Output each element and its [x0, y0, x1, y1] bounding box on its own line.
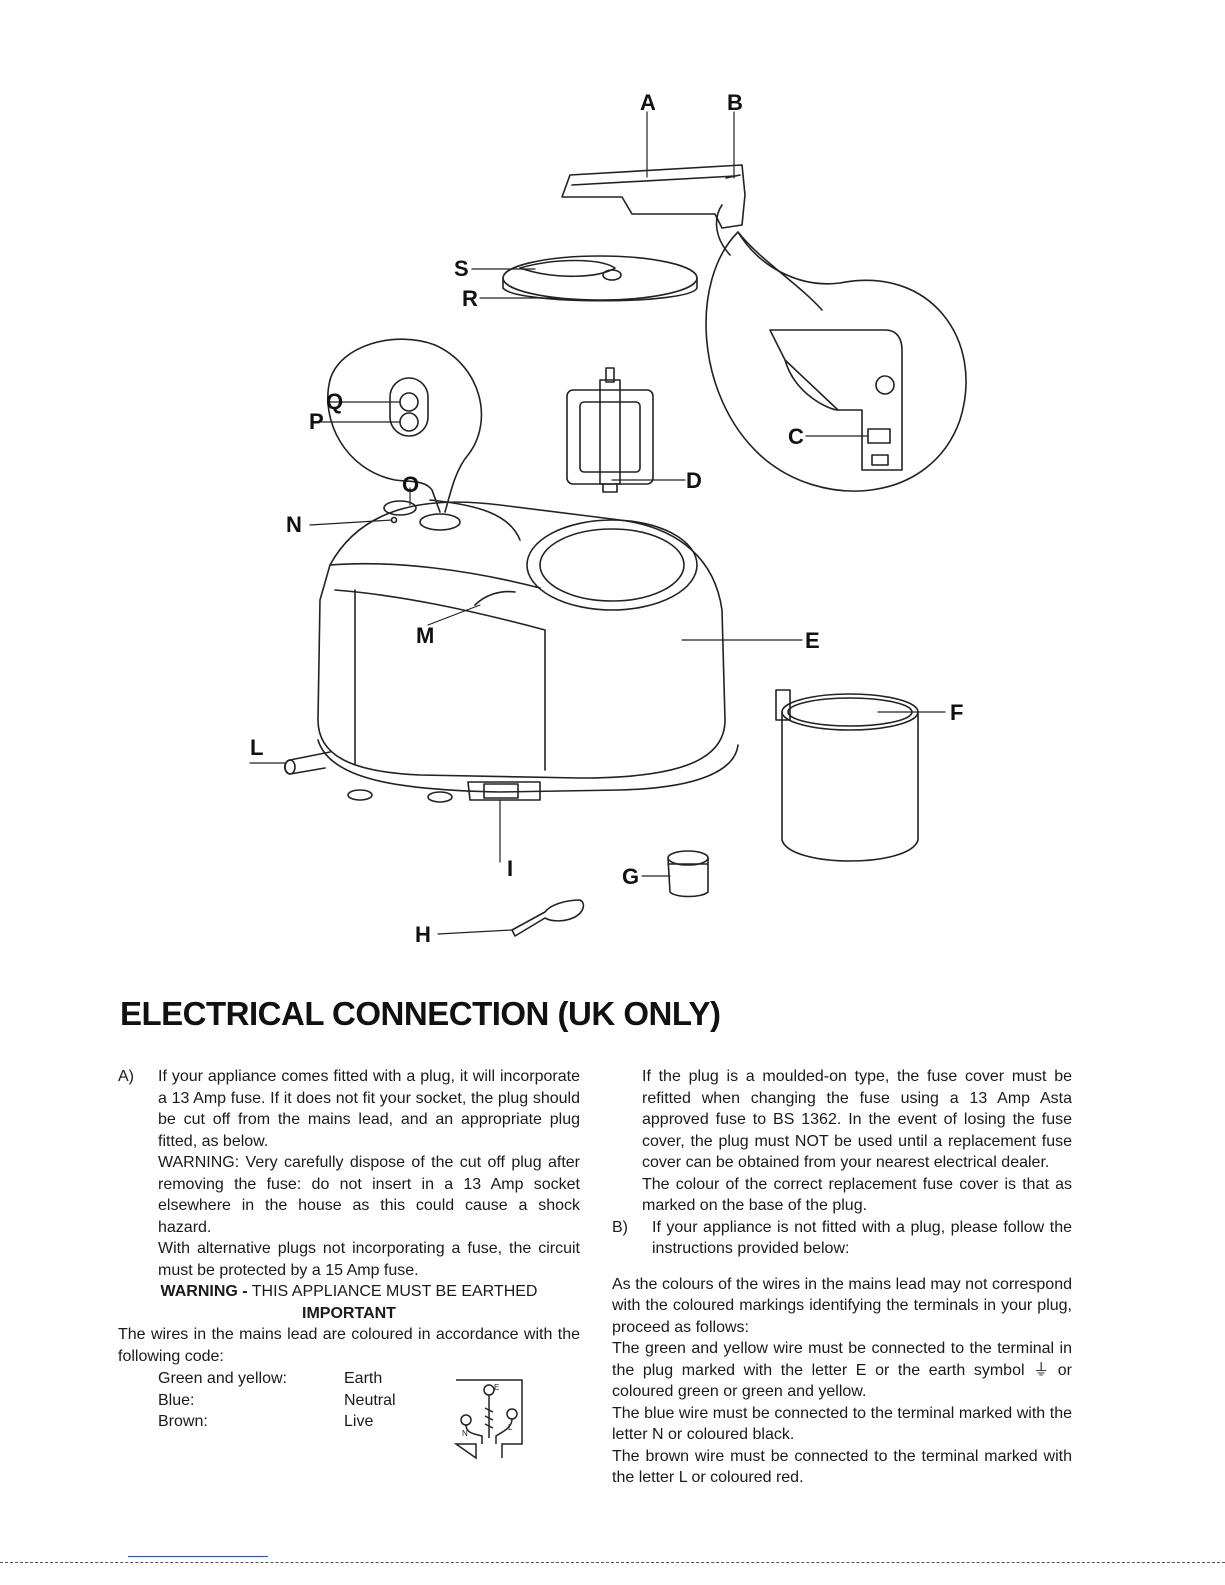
label-b: B: [727, 90, 743, 115]
colour-name: Green and yellow:: [158, 1370, 287, 1387]
wires-intro: The wires in the mains lead are coloured…: [118, 1326, 580, 1365]
measuring-spoon-drawing: [511, 899, 585, 937]
label-s: S: [454, 256, 469, 281]
label-a: A: [640, 90, 656, 115]
right-column: If the plug is a moulded-on type, the fu…: [612, 1066, 1072, 1489]
page-bottom-underline: [128, 1556, 268, 1557]
moulded-plug-block: If the plug is a moulded-on type, the fu…: [612, 1066, 1072, 1217]
plug-letter-e: E: [494, 1383, 499, 1392]
label-l: L: [250, 735, 263, 760]
switch-zoom-drawing: [705, 231, 967, 492]
label-c: C: [788, 424, 804, 449]
colour-meaning: Live: [344, 1413, 374, 1430]
label-q: Q: [326, 389, 343, 414]
plug-letter-l: L: [508, 1423, 513, 1432]
plug-wiring-icon: E N L: [454, 1379, 523, 1460]
item-a-paragraph: If your appliance comes fitted with a pl…: [158, 1068, 580, 1150]
parts-diagram: A B C D E F G H I L M N O P Q R S: [249, 90, 967, 947]
colour-code-row: Blue: Neutral: [158, 1390, 580, 1412]
earthed-warning-bold: WARNING -: [160, 1283, 248, 1300]
label-o: O: [402, 472, 419, 497]
lid-handle-drawing: [561, 164, 746, 256]
earthed-warning: WARNING - THIS APPLIANCE MUST BE EARTHED: [118, 1281, 580, 1303]
lid-disc-drawing: [502, 255, 698, 302]
colour-code-row: Green and yellow: Earth: [158, 1368, 580, 1390]
colour-code-table: Green and yellow: Earth Blue: Neutral Br…: [158, 1368, 580, 1433]
moulded-plug-paragraph: If the plug is a moulded-on type, the fu…: [642, 1068, 1072, 1171]
label-d: D: [686, 468, 702, 493]
colour-meaning: Earth: [344, 1370, 383, 1387]
item-a: A) If your appliance comes fitted with a…: [118, 1066, 580, 1281]
measuring-cup-drawing: [667, 850, 709, 898]
earthed-warning-text: THIS APPLIANCE MUST BE EARTHED: [247, 1283, 538, 1300]
item-b-marker: B): [612, 1218, 628, 1236]
colours-paragraph: As the colours of the wires in the mains…: [612, 1275, 1072, 1336]
leader-lines: [249, 111, 946, 935]
colour-name: Blue:: [158, 1391, 195, 1409]
label-p: P: [309, 409, 324, 434]
label-g: G: [622, 864, 639, 889]
label-e: E: [805, 628, 820, 653]
plug-letter-n: N: [462, 1429, 468, 1438]
label-i: I: [507, 856, 513, 881]
colour-name: Brown:: [158, 1413, 208, 1430]
bread-pan-drawing: [775, 689, 919, 862]
control-zoom-drawing: [327, 338, 483, 513]
label-n: N: [286, 512, 302, 537]
label-r: R: [462, 286, 478, 311]
section-title: ELECTRICAL CONNECTION (UK ONLY): [120, 995, 721, 1032]
label-h: H: [415, 922, 431, 947]
fuse-paragraph: With alternative plugs not incorporating…: [158, 1240, 580, 1279]
label-m: M: [416, 623, 434, 648]
colour-code-row: Brown: Live: [158, 1411, 580, 1433]
page-bottom-rule: [0, 1562, 1225, 1563]
left-column: A) If your appliance comes fitted with a…: [118, 1066, 580, 1433]
earth-symbol-icon: ⏚: [1033, 1361, 1050, 1379]
label-f: F: [950, 700, 963, 725]
important-heading: IMPORTANT: [118, 1303, 580, 1325]
green-wire-paragraph: The green and yellow wire must be connec…: [612, 1338, 1072, 1403]
machine-body-drawing: [283, 499, 739, 803]
green-wire-text-end: or coloured green or green and yellow.: [612, 1361, 1073, 1401]
kneading-paddle-drawing: [566, 367, 654, 493]
item-a-marker: A): [118, 1068, 134, 1085]
important-text: IMPORTANT: [302, 1304, 396, 1322]
fuse-cover-paragraph: The colour of the correct replacement fu…: [642, 1175, 1072, 1215]
item-b: B) If your appliance is not fitted with …: [612, 1217, 1072, 1260]
warning-paragraph: WARNING: Very carefully dispose of the c…: [158, 1154, 580, 1236]
blue-wire-paragraph: The blue wire must be connected to the t…: [612, 1404, 1072, 1444]
item-b-paragraph: If your appliance is not fitted with a p…: [652, 1218, 1072, 1258]
brown-wire-paragraph: The brown wire must be connected to the …: [612, 1447, 1072, 1487]
green-wire-text: The green and yellow wire must be connec…: [612, 1340, 1072, 1379]
colour-meaning: Neutral: [344, 1391, 396, 1409]
